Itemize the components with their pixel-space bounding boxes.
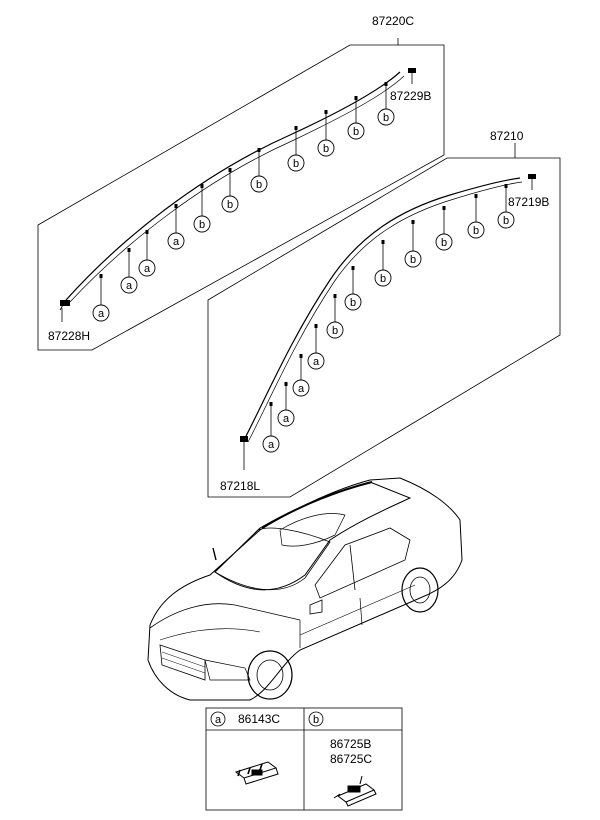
marker-circle-b [377, 108, 395, 126]
legend-table: a 86143C b 86725B 86725C [205, 707, 403, 811]
marker-label-b: b [323, 143, 329, 155]
label-87220C: 87220C [372, 14, 414, 28]
marker-pin [381, 240, 385, 244]
marker-pin [411, 220, 415, 224]
marker-circle-a [292, 379, 310, 397]
marker-circle-b [374, 269, 392, 287]
marker-pin [351, 266, 355, 270]
marker-pin [127, 248, 131, 252]
marker-label-a: a [173, 236, 180, 248]
label-87219B: 87219B [508, 195, 549, 209]
upper-molding-panel: 87220C 87228H 87229B [37, 14, 445, 351]
marker-circle-b [221, 195, 239, 213]
marker-label-b: b [383, 112, 389, 124]
marker-pin [314, 324, 318, 328]
marker-pin [333, 294, 337, 298]
marker-circle-b [497, 211, 515, 229]
legend-b-part-1: 86725B [330, 737, 371, 751]
marker-label-b: b [473, 225, 479, 237]
marker-label-b: b [293, 158, 299, 170]
marker-label-a: a [313, 356, 320, 368]
marker-circle-a [138, 259, 156, 277]
marker-pin [294, 126, 298, 130]
marker-circle-b [250, 175, 268, 193]
marker-pin [269, 402, 273, 406]
marker-circle-a [167, 232, 185, 250]
legend-b-part-2: 86725C [330, 752, 372, 766]
marker-pin [354, 96, 358, 100]
marker-circle-a [277, 409, 295, 427]
marker-circle-b [287, 154, 305, 172]
marker-label-b: b [353, 126, 359, 138]
label-87210: 87210 [490, 129, 524, 143]
marker-pin [257, 148, 261, 152]
marker-circle-b [435, 233, 453, 251]
marker-pin [228, 168, 232, 172]
marker-circle-a [92, 304, 110, 322]
lower-roof-molding [243, 177, 521, 441]
marker-circle-b [317, 139, 335, 157]
marker-pin [99, 274, 103, 278]
marker-pin [324, 110, 328, 114]
marker-circle-b [467, 221, 485, 239]
lower-molding-panel: 87210 87218L 87219B [207, 129, 561, 498]
marker-pin [442, 206, 446, 210]
marker-label-b: b [332, 325, 338, 337]
marker-circle-a [307, 352, 325, 370]
marker-pin [145, 230, 149, 234]
marker-pin [504, 184, 508, 188]
upper-roof-molding [65, 71, 401, 301]
label-87218L: 87218L [220, 479, 260, 493]
clip-87219B [528, 174, 536, 179]
marker-pin [384, 82, 388, 86]
clip-a-illustration [234, 761, 279, 785]
marker-circle-b [347, 122, 365, 140]
legend-b-symbol: b [313, 714, 319, 726]
marker-label-b: b [503, 215, 509, 227]
marker-label-a: a [144, 263, 151, 275]
marker-label-b: b [199, 219, 205, 231]
marker-circle-b [193, 215, 211, 233]
marker-pin [174, 204, 178, 208]
marker-label-a: a [126, 280, 133, 292]
marker-circle-a [120, 276, 138, 294]
marker-pin [299, 354, 303, 358]
marker-circle-b [404, 250, 422, 268]
marker-pin [200, 184, 204, 188]
marker-label-a: a [298, 383, 305, 395]
marker-label-b: b [256, 179, 262, 191]
marker-label-b: b [380, 273, 386, 285]
legend-a-circle [210, 711, 226, 727]
clip-87228H [60, 300, 70, 306]
marker-pin [284, 382, 288, 386]
clip-87218L [240, 436, 248, 442]
marker-label-b: b [441, 237, 447, 249]
legend-b-circle [308, 711, 324, 727]
marker-circle-b [344, 293, 362, 311]
marker-pin [474, 194, 478, 198]
legend-a-symbol: a [215, 714, 222, 726]
marker-label-b: b [410, 254, 416, 266]
clip-87229B [408, 68, 416, 73]
label-87229B: 87229B [390, 89, 431, 103]
marker-label-a: a [283, 413, 290, 425]
marker-circle-b [326, 321, 344, 339]
clip-b-illustration [333, 775, 377, 807]
marker-label-b: b [350, 297, 356, 309]
marker-circle-a [262, 435, 280, 453]
legend-a-part: 86143C [238, 712, 280, 726]
marker-label-a: a [98, 308, 105, 320]
marker-label-b: b [227, 199, 233, 211]
marker-label-a: a [268, 439, 275, 451]
label-87228H: 87228H [48, 329, 90, 343]
car-illustration [147, 477, 463, 701]
